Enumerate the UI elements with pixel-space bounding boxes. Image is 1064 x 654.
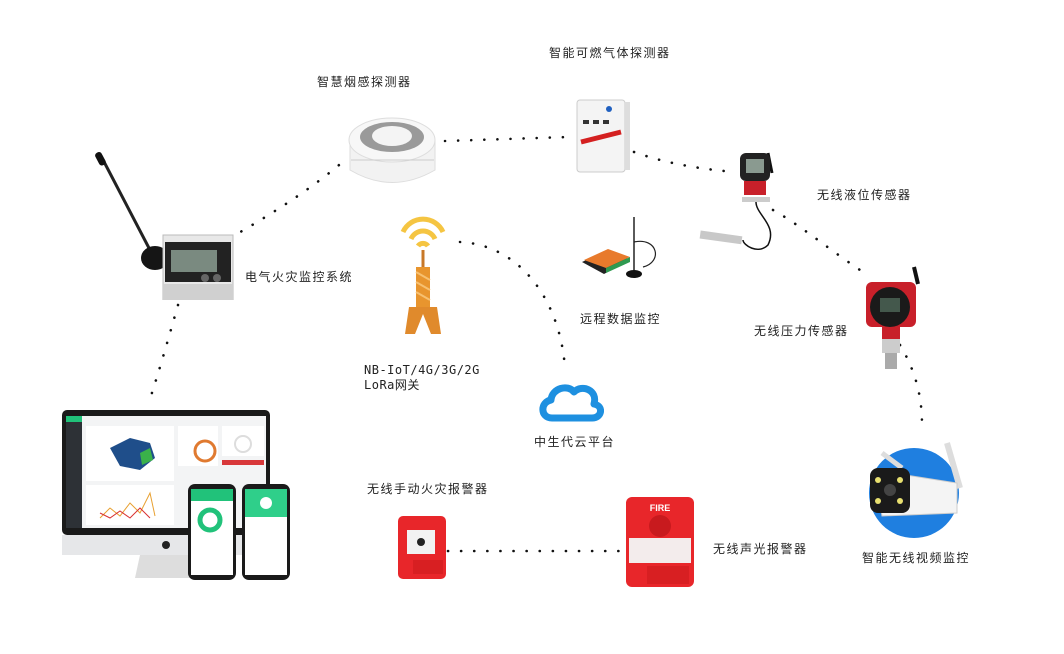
electrical-fire-monitor[interactable]: [95, 150, 245, 301]
smoke-detector-icon: [348, 117, 436, 183]
din-rail-monitor-icon: [95, 151, 234, 301]
sound-light-label: 无线声光报警器: [713, 542, 808, 556]
remote-data-label: 远程数据监控: [580, 312, 662, 326]
fire-badge: FIRE: [650, 503, 671, 513]
monitor-and-phones-icon: [62, 410, 290, 580]
link-electrical-to-platform: [146, 303, 180, 407]
gateway-label-line2: LoRa网关: [364, 378, 420, 392]
manual-call-point[interactable]: [397, 515, 447, 580]
gas-detector-label: 智能可燃气体探测器: [549, 46, 671, 60]
liquid-level-sensor[interactable]: [698, 145, 778, 255]
pressure-label: 无线压力传感器: [754, 324, 849, 338]
gas-detector-icon: [576, 99, 630, 173]
gateway-label: NB-IoT/4G/3G/2G LoRa网关: [364, 363, 480, 393]
manual-alarm-label: 无线手动火灾报警器: [367, 482, 489, 496]
link-liquid-to-pressure: [771, 208, 862, 272]
sound-light-alarm-icon: FIRE: [626, 497, 694, 587]
electrical-fire-label: 电气火灾监控系统: [245, 270, 354, 284]
bullet-camera-icon: [869, 442, 963, 538]
pressure-sensor-icon: [866, 266, 920, 369]
gateway-label-line1: NB-IoT/4G/3G/2G: [364, 363, 480, 377]
link-electrical-to-smoke: [228, 158, 347, 240]
link-smoke-to-gas: [443, 135, 570, 143]
signal-tower-icon: [400, 216, 446, 334]
liquid-level-label: 无线液位传感器: [817, 188, 912, 202]
link-gas-to-liquid: [632, 150, 737, 174]
manual-call-point-icon: [398, 516, 446, 579]
dtu-router-icon: [582, 217, 656, 278]
smoke-detector-label: 智慧烟感探测器: [317, 75, 412, 89]
remote-data-dtu[interactable]: [578, 212, 663, 284]
smoke-detector[interactable]: [345, 105, 440, 190]
gateway-tower[interactable]: [395, 212, 450, 337]
liquid-level-sensor-icon: [699, 152, 774, 250]
video-label: 智能无线视频监控: [862, 551, 971, 565]
wireless-camera[interactable]: [862, 438, 972, 538]
pressure-sensor[interactable]: [860, 262, 925, 372]
cloud-label: 中生代云平台: [534, 435, 616, 449]
cloud-icon: [539, 384, 604, 422]
cloud-platform[interactable]: [538, 380, 604, 424]
sound-light-alarm[interactable]: FIRE: [625, 496, 695, 588]
link-gateway-to-cloud: [458, 240, 567, 370]
monitoring-platform[interactable]: [60, 408, 300, 583]
gas-detector[interactable]: [575, 92, 630, 174]
